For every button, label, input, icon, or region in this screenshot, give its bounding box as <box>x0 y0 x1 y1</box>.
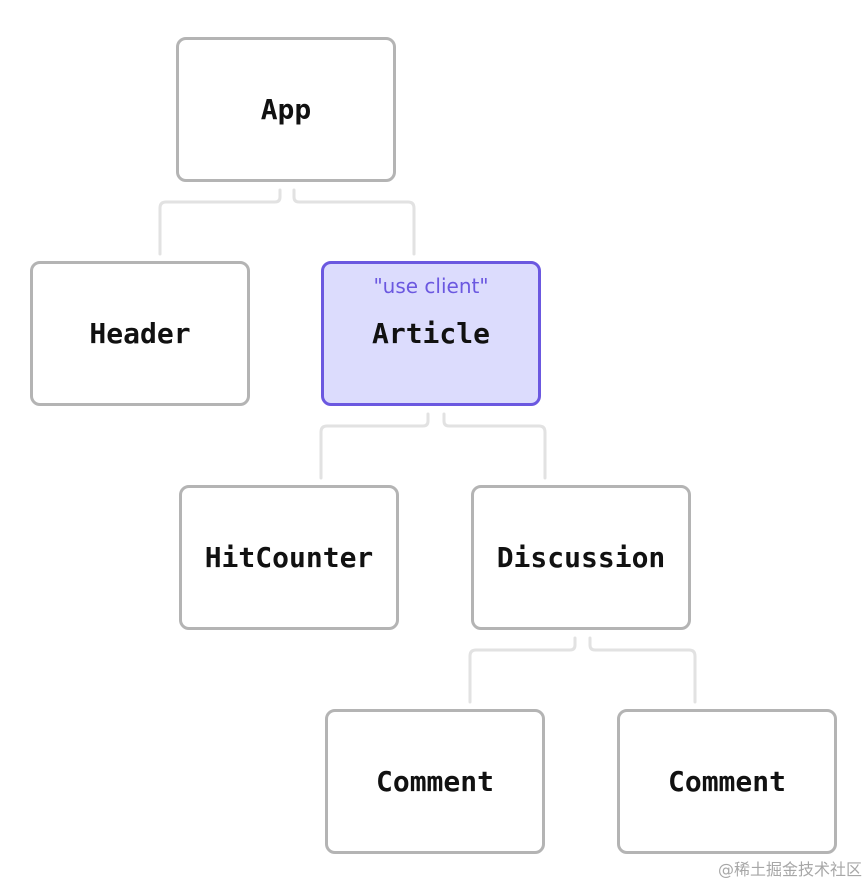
watermark: @稀土掘金技术社区 <box>717 860 862 879</box>
connector-discussion-comment2 <box>588 636 697 704</box>
node-label: Header <box>89 317 191 350</box>
connector-article-hitcounter <box>319 412 430 480</box>
use-client-directive: "use client" <box>373 274 489 298</box>
node-header: Header <box>30 261 250 406</box>
node-label: App <box>260 93 312 126</box>
node-label: Discussion <box>496 541 666 574</box>
connector-discussion-comment1 <box>468 636 577 704</box>
node-app: App <box>176 37 396 182</box>
node-discussion: Discussion <box>471 485 691 630</box>
connector-app-header <box>158 188 282 256</box>
node-article: "use client" Article <box>321 261 541 406</box>
node-comment-1: Comment <box>325 709 545 854</box>
node-hitcounter: HitCounter <box>179 485 399 630</box>
node-comment-2: Comment <box>617 709 837 854</box>
connector-app-article <box>292 188 416 256</box>
node-label: HitCounter <box>204 541 374 574</box>
node-label: Comment <box>375 765 494 798</box>
node-label: Article <box>371 317 490 350</box>
node-label: Comment <box>667 765 786 798</box>
connector-article-discussion <box>442 412 547 480</box>
